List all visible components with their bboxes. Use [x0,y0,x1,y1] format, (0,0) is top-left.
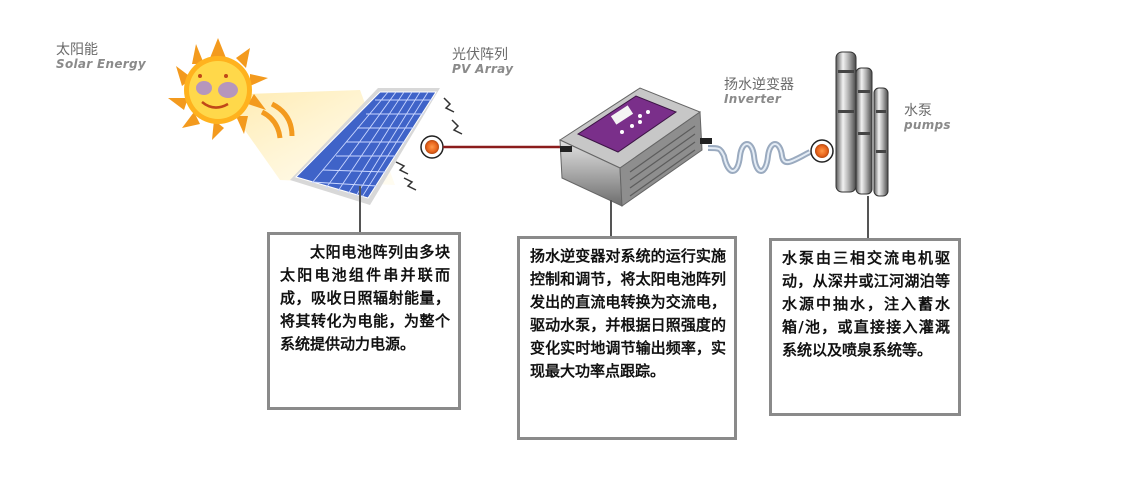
pv-label-en: PV Array [452,62,514,77]
sun-icon [168,38,295,140]
pump-connector-line [867,196,869,240]
solar-label: 太阳能 Solar Energy [56,42,147,72]
pump-description: 水泵由三相交流电机驱动，从深井或江河湖泊等水源中抽水，注入蓄水箱/池，或直接接入… [782,249,950,359]
pump-label-en: pumps [904,118,951,133]
inverter-connector-line [610,200,612,238]
pump-icon [835,51,889,197]
inverter-description: 扬水逆变器对系统的运行实施控制和调节，将太阳电池阵列发出的直流电转换为交流电，驱… [530,247,726,380]
pv-description: 太阳电池阵列由多块太阳电池组件串并联而成，吸收日照辐射能量，将其转化为电能，为整… [280,243,450,353]
pv-description-box: 太阳电池阵列由多块太阳电池组件串并联而成，吸收日照辐射能量，将其转化为电能，为整… [267,232,461,410]
inverter-label-cn: 扬水逆变器 [724,77,794,93]
solar-label-cn: 太阳能 [56,42,98,58]
pv-label-cn: 光伏阵列 [452,47,508,63]
inverter-label-en: Inverter [724,92,782,107]
pv-label: 光伏阵列 PV Array [452,47,514,77]
pump-label-cn: 水泵 [904,103,932,119]
pump-description-box: 水泵由三相交流电机驱动，从深井或江河湖泊等水源中抽水，注入蓄水箱/池，或直接接入… [769,238,961,416]
inverter-device-icon [558,87,712,207]
inverter-description-box: 扬水逆变器对系统的运行实施控制和调节，将太阳电池阵列发出的直流电转换为交流电，驱… [517,236,737,440]
pump-label: 水泵 pumps [904,103,951,133]
inverter-label: 扬水逆变器 Inverter [724,77,794,107]
pv-connector-line [359,186,361,234]
solar-label-en: Solar Energy [56,57,147,72]
pv-panel-icon [290,88,440,205]
radiation-zigzag-icon [395,97,463,191]
